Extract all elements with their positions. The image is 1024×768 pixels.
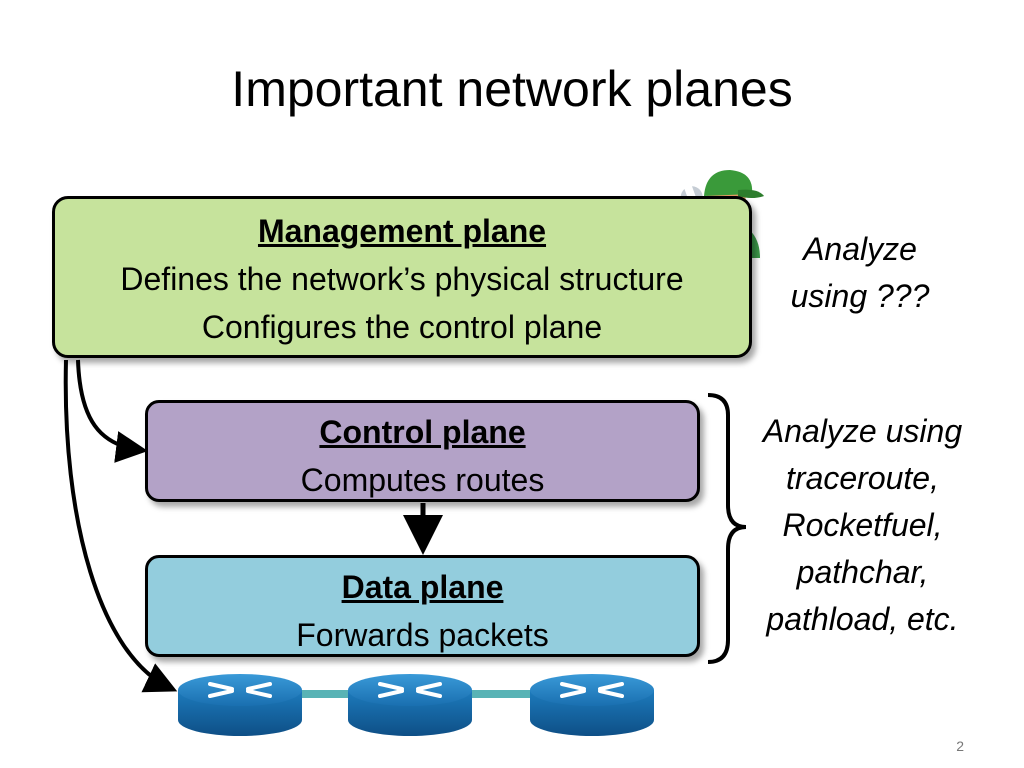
management-note-line-2: using ??? [790,278,930,314]
analysis-note-line-4: pathchar, [796,554,929,590]
management-analysis-note: Analyze using ??? [770,226,950,320]
slide-title: Important network planes [231,61,793,117]
arrow-management-to-control [76,359,148,463]
router-links [240,690,560,698]
analysis-note-line-2: traceroute, [786,460,939,496]
analysis-note-line-3: Rocketfuel, [782,507,943,543]
management-note-line-1: Analyze [803,231,917,267]
data-plane-heading: Data plane [341,569,504,605]
analysis-note-line-5: pathload, etc. [766,601,959,637]
management-plane-heading: Management plane [257,213,547,249]
page-number: 2 [956,738,964,754]
router-icon [178,674,302,736]
analysis-note-line-1: Analyze using [762,413,963,449]
arrow-management-to-routers [63,359,178,693]
control-plane-line-1: Computes routes [300,462,545,498]
router-icon [348,674,472,736]
control-plane-heading: Control plane [319,414,526,450]
control-plane-box: Control plane Computes routes [145,400,700,502]
curly-brace [707,393,747,664]
management-plane-box: Management plane Defines the network’s p… [52,196,752,358]
data-plane-line-1: Forwards packets [296,617,549,653]
data-plane-box: Data plane Forwards packets [145,555,700,657]
control-data-analysis-note: Analyze using traceroute, Rocketfuel, pa… [740,408,985,643]
management-plane-line-1: Defines the network’s physical structure [120,261,684,297]
router-icon [530,674,654,736]
management-plane-line-2: Configures the control plane [201,309,603,345]
